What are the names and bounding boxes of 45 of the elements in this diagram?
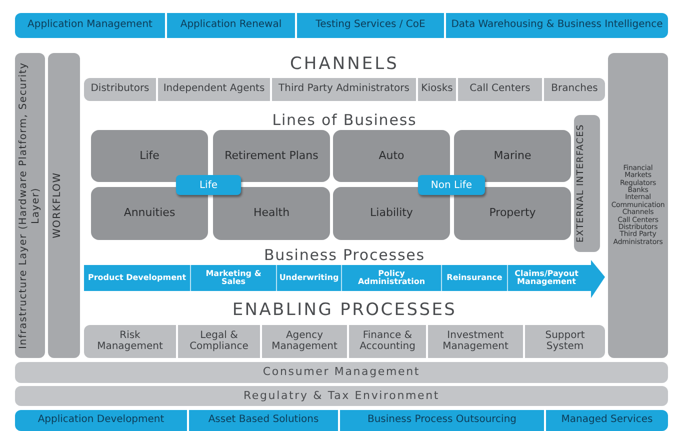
process-step: Product Development [84,265,190,291]
enabling-process-cell: Agency Management [261,325,347,358]
external-interfaces-panel: EXTERNAL INTERFACES [574,115,600,252]
process-step: Marketing & Sales [190,265,276,291]
external-parties-panel [608,53,668,358]
workflow-panel: WORKFLOW [48,53,80,358]
process-step: Underwriting [276,265,341,291]
enabling-process-cell: Finance & Accounting [348,325,426,358]
channel-cell: Third Party Administrators [271,78,416,101]
layer-band: Regulatry & Tax Environment [15,386,668,406]
section-heading: Business Processes [264,245,426,266]
line-of-business-box: Property [454,187,571,240]
process-step: Policy Administration [341,265,441,291]
channel-cell: Kiosks [417,78,456,101]
layer-band: Consumer Management [15,362,668,383]
service-tab: Testing Services / CoE [296,13,444,38]
service-tab: Application Management [15,13,165,38]
channel-cell: Branches [543,78,605,101]
service-tab: Asset Based Solutions [188,410,338,431]
service-tab: Data Warehousing & Business Intelligence [445,13,668,38]
enabling-process-cell: Legal & Compliance [177,325,260,358]
service-tab: Application Renewal [166,13,295,38]
channel-cell: Call Centers [457,78,542,101]
section-heading: CHANNELS [290,53,400,76]
channel-cell: Independent Agents [157,78,270,101]
section-heading: Lines of Business [272,110,417,131]
line-of-business-box: Health [213,187,330,240]
line-of-business-box: Auto [333,130,450,182]
category-badge: Life [176,175,241,195]
channel-cell: Distributors [84,78,156,101]
infrastructure-panel: Infrastructure Layer (Hardware Platform, Security Layer) [15,53,45,358]
process-step: Claims/Payout Management [507,265,585,291]
service-tab: Application Development [15,410,187,431]
enabling-process-cell: Support System [524,325,605,358]
process-step: Reinsurance [441,265,507,291]
process-arrow [84,260,605,298]
line-of-business-box: Retirement Plans [213,130,330,182]
line-of-business-box: Liability [333,187,450,240]
enabling-process-cell: Investment Management [427,325,523,358]
category-badge: Non Life [418,175,485,195]
enabling-process-cell: Risk Management [84,325,176,358]
section-heading: ENABLING PROCESSES [232,299,457,322]
line-of-business-box: Annuities [91,187,208,240]
service-tab: Managed Services [545,410,668,431]
service-tab: Business Process Outsourcing [339,410,544,431]
